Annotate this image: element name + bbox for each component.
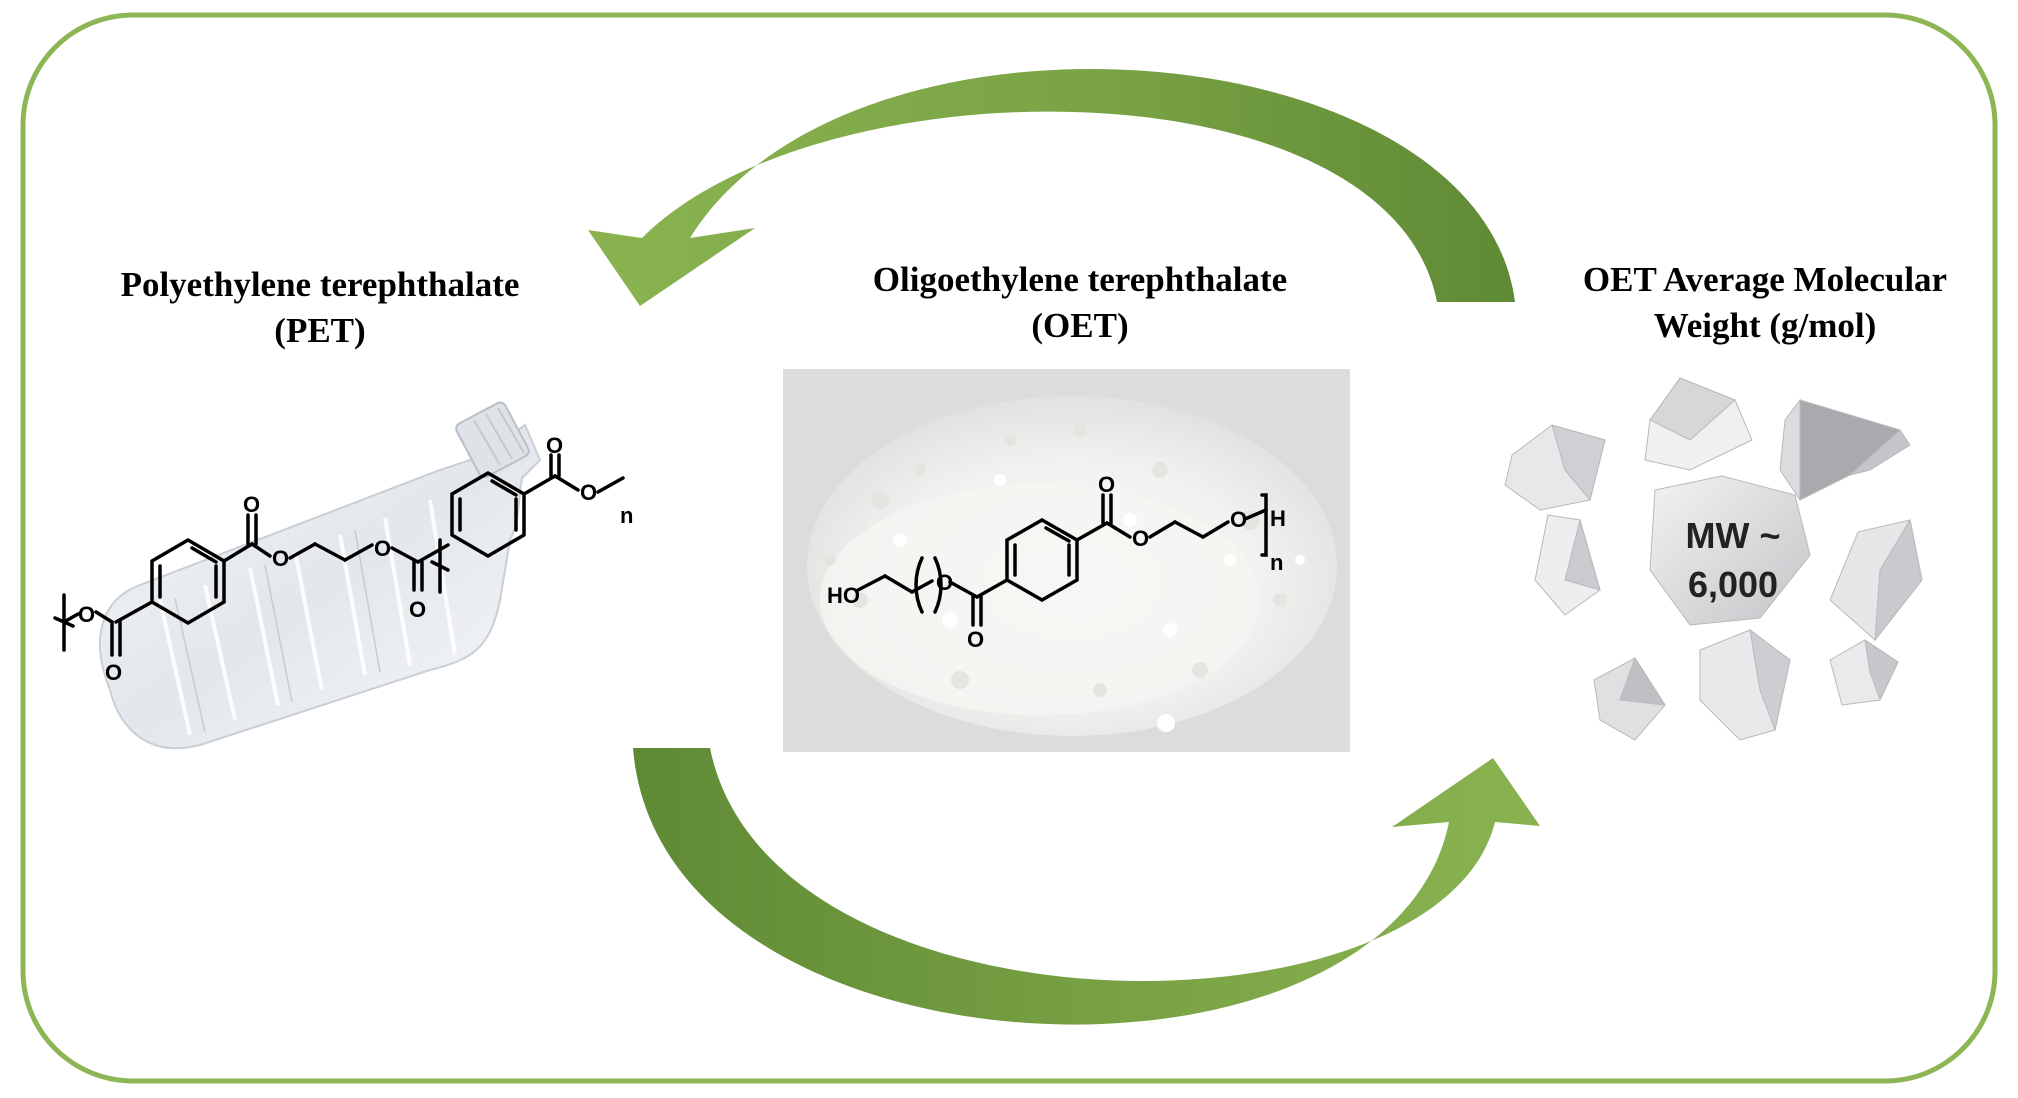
crystal-4 xyxy=(1534,514,1601,616)
crystal-3 xyxy=(1779,398,1911,502)
bottom-arrow xyxy=(633,748,1540,1025)
oet-repeat-index: n xyxy=(1270,550,1283,575)
svg-text:O: O xyxy=(1132,526,1149,551)
pet-title-line2: (PET) xyxy=(274,311,366,350)
top-arrow xyxy=(588,68,1515,306)
svg-text:O: O xyxy=(78,602,95,627)
mw-value-line1: MW ~ xyxy=(1686,515,1781,556)
svg-text:O: O xyxy=(105,660,122,685)
mw-title: OET Average Molecular Weight (g/mol) xyxy=(1535,257,1995,349)
pet-title: Polyethylene terephthalate (PET) xyxy=(60,262,580,354)
mw-title-line1: OET Average Molecular xyxy=(1582,260,1948,299)
pet-repeat-index: n xyxy=(620,503,633,528)
svg-text:O: O xyxy=(1230,507,1247,532)
oet-title: Oligoethylene terephthalate (OET) xyxy=(800,257,1360,349)
pet-structure xyxy=(53,453,625,657)
oet-end-group: HO xyxy=(827,583,860,608)
crystal-1 xyxy=(1504,424,1606,511)
svg-text:O: O xyxy=(272,546,289,571)
svg-text:O: O xyxy=(1098,472,1115,497)
svg-text:O: O xyxy=(967,627,984,652)
svg-text:O: O xyxy=(243,492,260,517)
svg-text:O: O xyxy=(409,597,426,622)
svg-text:O: O xyxy=(936,570,953,595)
svg-text:O: O xyxy=(580,480,597,505)
svg-text:O: O xyxy=(374,536,391,561)
oet-structure-atoms: HO O O O O O H n xyxy=(827,472,1286,652)
crystal-9 xyxy=(1829,638,1899,706)
mw-value-line2: 6,000 xyxy=(1688,564,1778,605)
crystal-8 xyxy=(1699,628,1791,741)
mw-title-line2: Weight (g/mol) xyxy=(1653,306,1877,345)
oet-title-line1: Oligoethylene terephthalate xyxy=(872,260,1288,299)
oet-powder-image xyxy=(783,369,1350,752)
pet-structure-atoms: O O O O O O O O n xyxy=(78,433,633,685)
crystal-5 xyxy=(1649,475,1811,626)
frame-border xyxy=(20,12,1998,1084)
crystal-6 xyxy=(1829,518,1923,642)
pet-title-line1: Polyethylene terephthalate xyxy=(120,265,520,304)
oet-title-line2: (OET) xyxy=(1031,306,1129,345)
oet-h-end: H xyxy=(1270,506,1286,531)
pet-bottle-image xyxy=(99,401,542,750)
svg-text:O: O xyxy=(546,433,563,458)
crystal-7 xyxy=(1593,656,1666,741)
crystal-2 xyxy=(1644,377,1753,471)
crystal-fragments xyxy=(1504,377,1923,741)
oet-structure xyxy=(856,493,1268,627)
